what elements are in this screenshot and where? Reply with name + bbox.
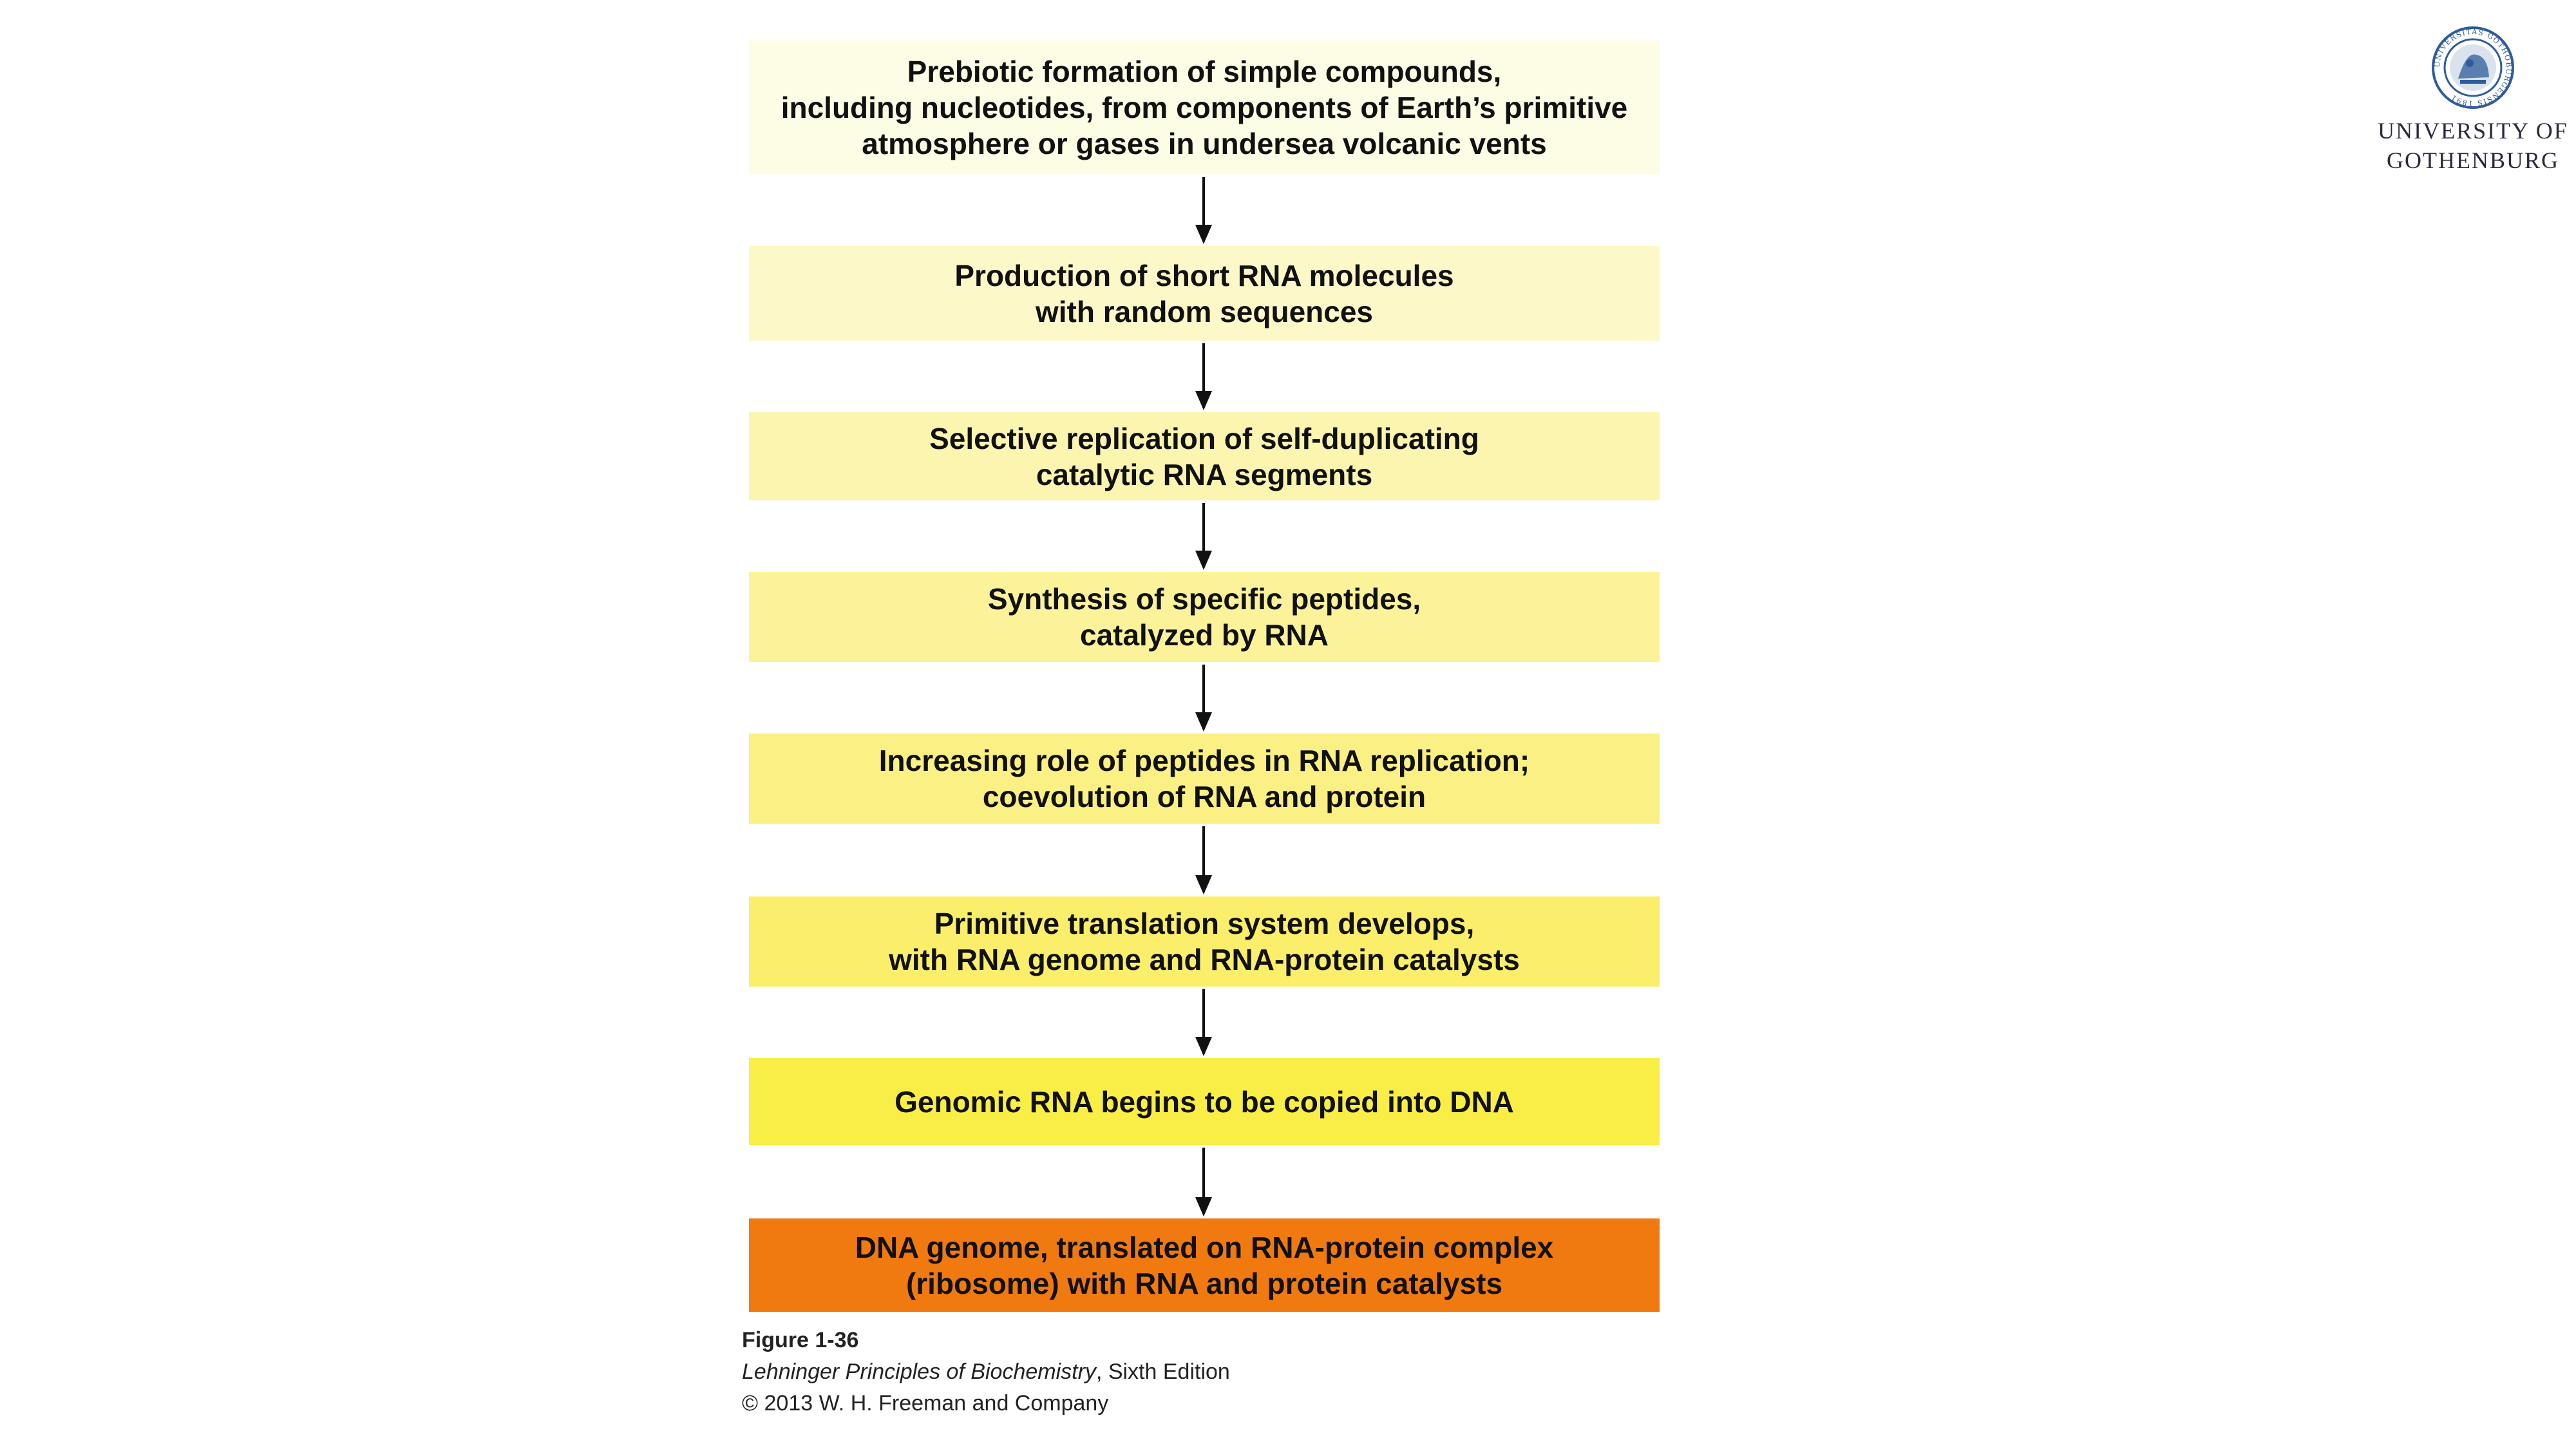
figure-number: Figure 1-36	[742, 1328, 859, 1352]
flow-step-2: Production of short RNA molecules with r…	[749, 246, 1660, 341]
flow-arrow-2	[1195, 343, 1212, 410]
book-edition: , Sixth Edition	[1095, 1359, 1230, 1384]
copyright-line: © 2013 W. H. Freeman and Company	[742, 1391, 1109, 1416]
flow-step-8: DNA genome, translated on RNA-protein co…	[749, 1218, 1660, 1312]
flow-arrow-6	[1195, 989, 1212, 1056]
flow-step-4: Synthesis of specific peptides, catalyze…	[749, 572, 1660, 662]
flow-arrow-5	[1195, 826, 1212, 895]
seal-wrap: UNIVERSITAS GOTHOBURGENSIS 1891	[2376, 26, 2570, 116]
book-title: Lehninger Principles of Biochemistry	[742, 1359, 1096, 1384]
university-logo: UNIVERSITAS GOTHOBURGENSIS 1891 UNIVERSI…	[2376, 26, 2570, 175]
flow-arrow-1	[1195, 177, 1212, 244]
flow-arrow-4	[1195, 665, 1212, 732]
university-name-line1: UNIVERSITY OF	[2378, 118, 2568, 144]
flow-step-6: Primitive translation system develops, w…	[749, 896, 1660, 987]
university-name-line2: GOTHENBURG	[2387, 147, 2559, 173]
book-citation: Lehninger Principles of Biochemistry, Si…	[742, 1359, 1230, 1385]
flow-step-1: Prebiotic formation of simple compounds,…	[749, 41, 1660, 175]
flow-arrow-7	[1195, 1148, 1212, 1217]
flow-arrow-3	[1195, 503, 1212, 570]
university-seal-icon: UNIVERSITAS GOTHOBURGENSIS 1891	[2432, 26, 2514, 109]
flow-step-3: Selective replication of self-duplicatin…	[749, 412, 1660, 500]
flow-step-5: Increasing role of peptides in RNA repli…	[749, 734, 1660, 824]
flow-step-7: Genomic RNA begins to be copied into DNA	[749, 1058, 1660, 1145]
